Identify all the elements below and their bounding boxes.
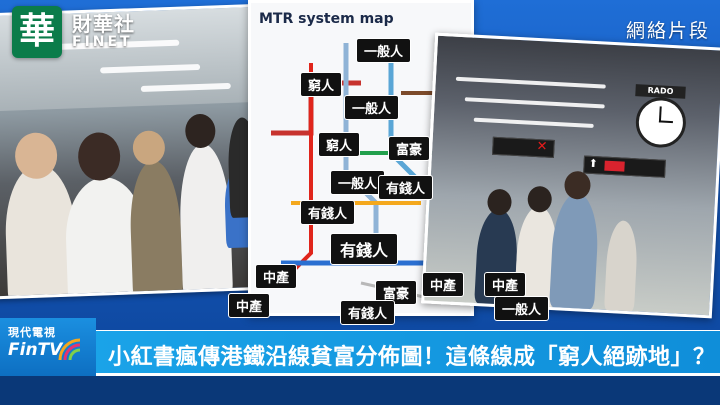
brand-name-en: FINET	[72, 34, 133, 50]
fintv-name-en: FinTV	[8, 340, 63, 360]
map-tag: 一般人	[344, 95, 400, 120]
person-head	[184, 113, 216, 149]
clock-icon	[634, 96, 688, 149]
headline-text: 小紅書瘋傳港鐵沿線貧富分佈圖！這條線成「窮人絕跡地」？	[108, 345, 716, 370]
x-icon: ✕	[536, 139, 548, 155]
fintv-logo-box	[0, 318, 96, 376]
video-frame: MTR system map ✕ ⬆ RADO 一般人 窮人 一般人 窮人 富豪…	[0, 0, 720, 330]
person	[128, 159, 184, 300]
fintv-name-cn: 現代電視	[8, 326, 56, 339]
photo-tag: 中產	[484, 272, 527, 297]
photo-tag: 中產	[422, 272, 465, 297]
map-tag: 一般人	[356, 38, 412, 63]
map-tag: 窮人	[318, 132, 361, 157]
map-tag: 富豪	[388, 136, 431, 161]
map-tag: 富豪	[375, 280, 418, 305]
clip-label: 網絡片段	[625, 20, 710, 42]
bottom-strip	[0, 376, 720, 405]
headline-bar	[96, 331, 720, 373]
person	[604, 219, 639, 312]
map-tag: 有錢人	[330, 233, 399, 265]
finet-logo: 華	[12, 6, 62, 58]
person	[549, 192, 601, 310]
ceiling-light	[464, 97, 605, 109]
map-tag: 中產	[228, 293, 271, 318]
person-head	[563, 170, 592, 200]
photo-tag: 一般人	[494, 296, 550, 321]
blocked-sign: ✕	[491, 136, 555, 158]
map-tag: 一般人	[330, 170, 386, 195]
concourse-photo: ✕ ⬆ RADO	[421, 32, 720, 319]
person-head	[132, 130, 166, 166]
arrow-up-icon: ⬆	[588, 156, 599, 171]
ceiling-light	[473, 117, 594, 128]
clock-hand	[658, 120, 673, 124]
map-tag: 有錢人	[300, 200, 356, 225]
fintv-wave-icon	[58, 338, 81, 361]
map-tag: 中產	[255, 264, 298, 289]
person-head	[486, 188, 513, 216]
brand-name-cn: 財華社	[72, 12, 135, 36]
ceiling-light	[455, 76, 606, 89]
exit-sign: ⬆	[583, 155, 666, 178]
person-head	[77, 131, 121, 182]
person-head	[527, 185, 553, 213]
map-tag: 有錢人	[378, 175, 434, 200]
map-title: MTR system map	[259, 11, 394, 27]
exit-badge	[604, 160, 625, 172]
map-tag: 有錢人	[340, 300, 396, 325]
map-tag: 窮人	[300, 72, 343, 97]
